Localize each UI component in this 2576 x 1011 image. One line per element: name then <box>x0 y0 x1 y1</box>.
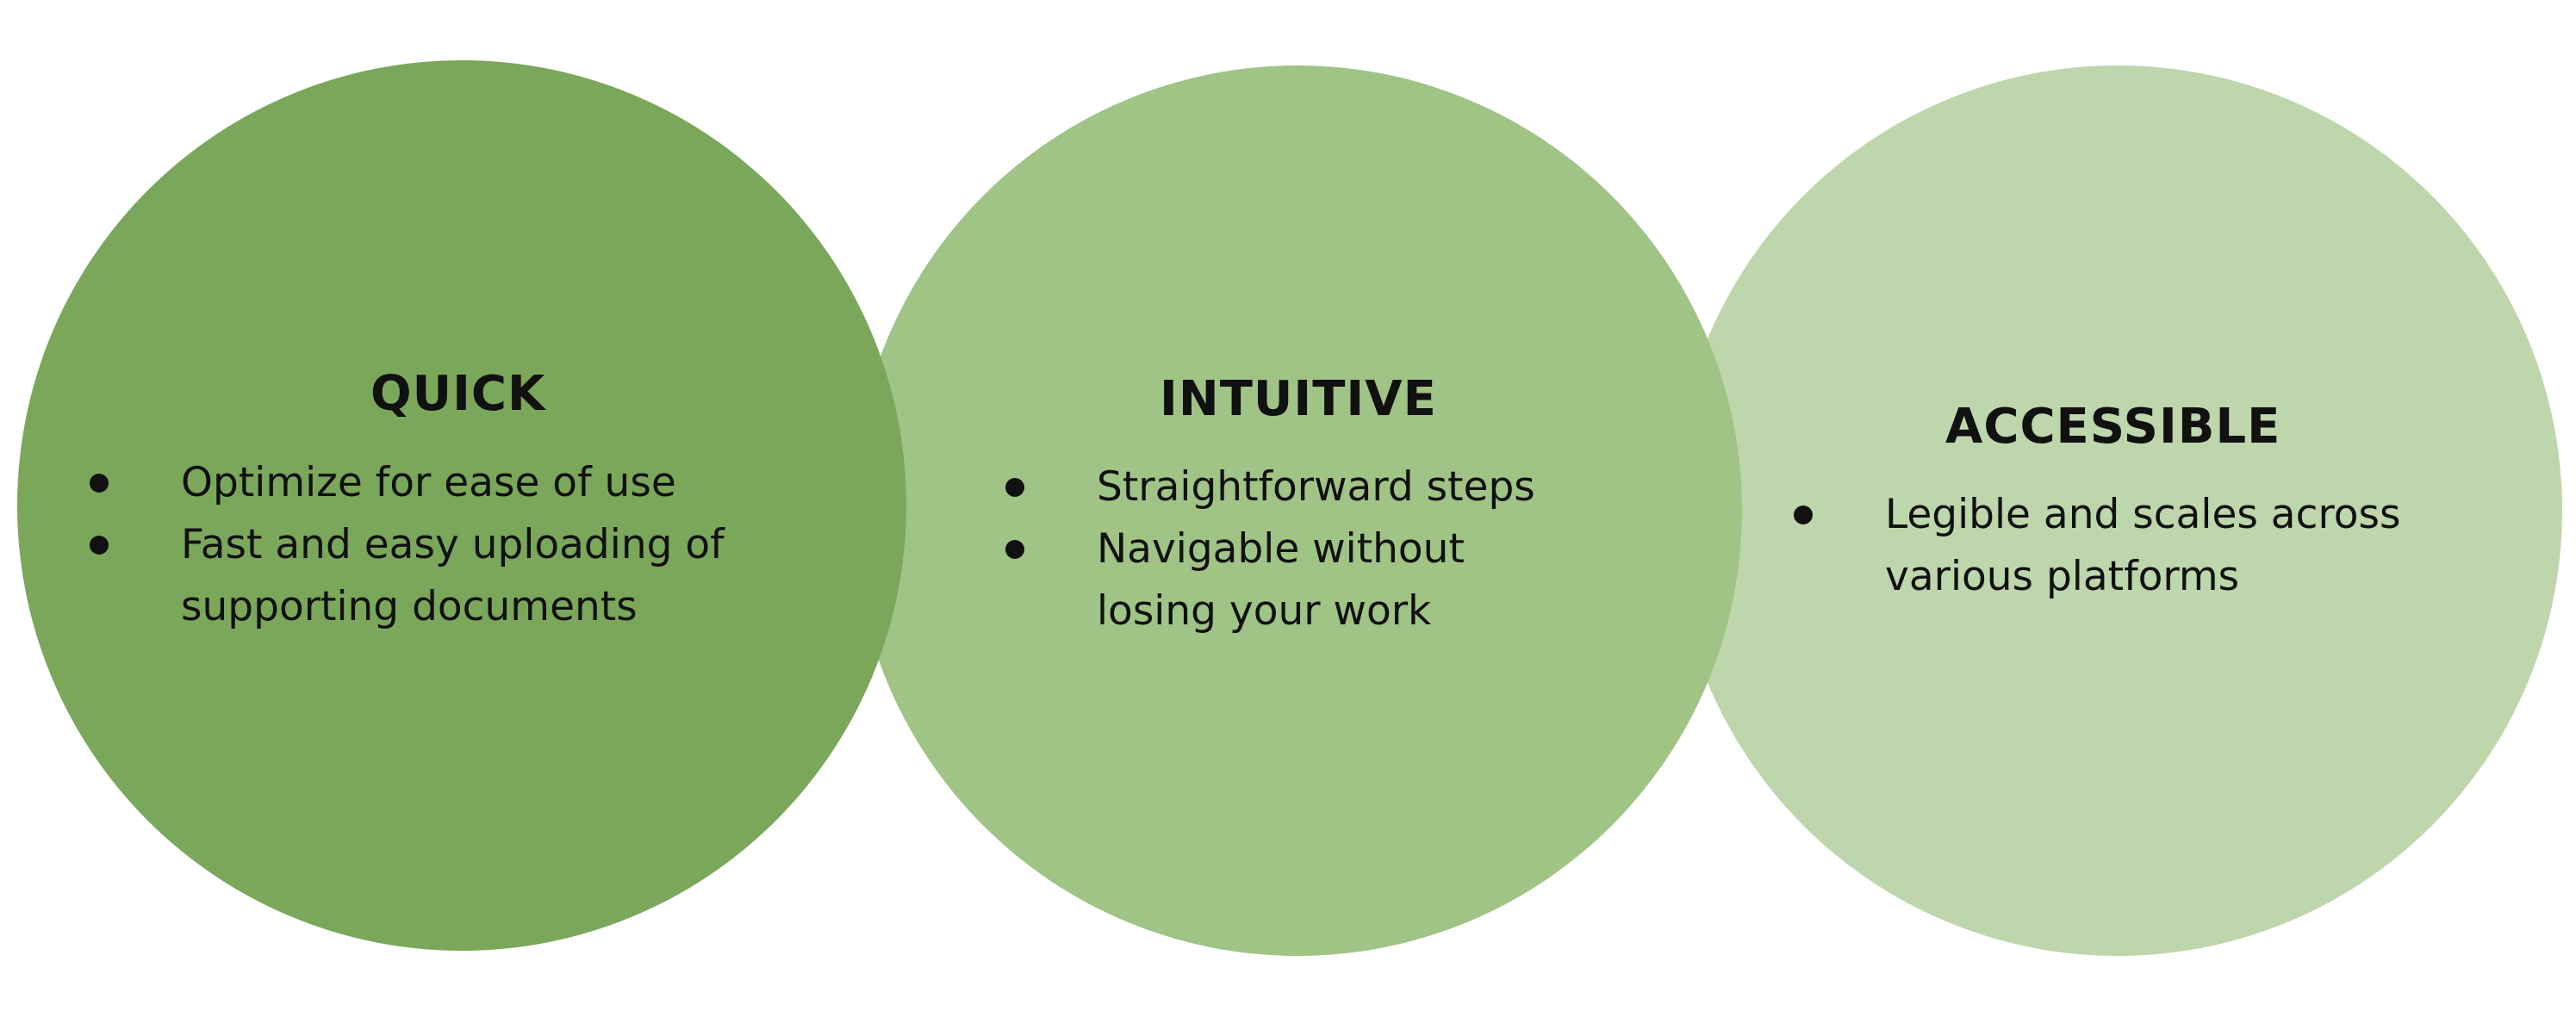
intuitive-bullet-2: Navigable without losing your work <box>1005 518 1535 642</box>
bullet-line: Straightforward steps <box>1097 463 1535 511</box>
bullet-dot-icon <box>90 536 109 555</box>
bullet-line: various platforms <box>1885 553 2240 600</box>
intuitive-bullet-list: Straightforward steps Navigable without … <box>1005 456 1535 642</box>
accessible-title: ACCESSIBLE <box>1945 399 2281 455</box>
accessible-bullet-list: Legible and scales across various platfo… <box>1794 484 2400 608</box>
quick-bullet-list: Optimize for ease of use Fast and easy u… <box>90 452 725 638</box>
quick-bullet-1: Optimize for ease of use <box>90 452 725 514</box>
intuitive-circle <box>853 65 1742 956</box>
bullet-line: Optimize for ease of use <box>181 459 676 506</box>
bullet-line: Navigable without <box>1097 525 1465 573</box>
bullet-line: supporting documents <box>181 583 638 630</box>
intuitive-title: INTUITIVE <box>1160 371 1437 427</box>
quick-title: QUICK <box>370 366 546 422</box>
accessible-bullet-1: Legible and scales across various platfo… <box>1794 484 2400 608</box>
bullet-dot-icon <box>1794 505 1813 524</box>
bullet-dot-icon <box>1005 540 1024 559</box>
bullet-line: Fast and easy uploading of <box>181 521 725 568</box>
quick-bullet-2: Fast and easy uploading of supporting do… <box>90 514 725 638</box>
bullet-line: losing your work <box>1097 587 1432 635</box>
quick-circle <box>17 60 906 951</box>
intuitive-bullet-1: Straightforward steps <box>1005 456 1535 518</box>
bullet-dot-icon <box>1005 478 1024 497</box>
bullet-dot-icon <box>90 474 109 493</box>
bullet-line: Legible and scales across <box>1885 491 2401 538</box>
accessible-circle <box>1673 65 2562 956</box>
